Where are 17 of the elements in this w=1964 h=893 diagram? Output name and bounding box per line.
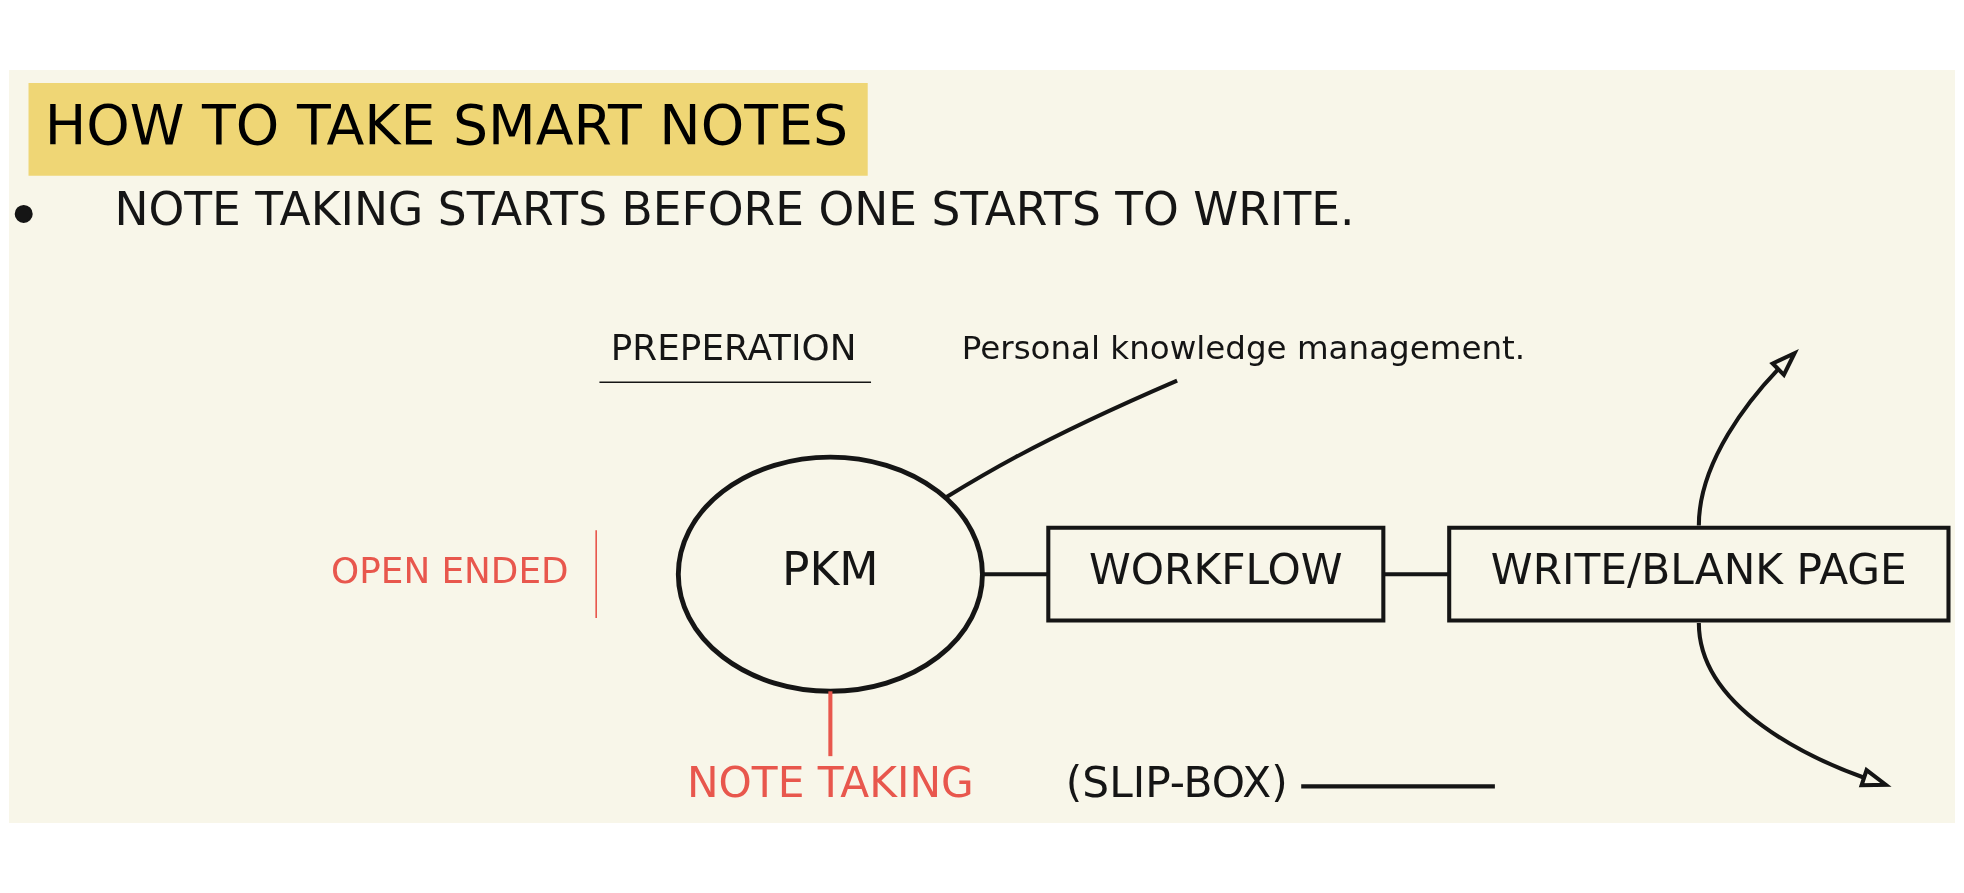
node-text: (SLIP-BOX)	[1065, 757, 1288, 807]
connector	[1301, 784, 1495, 789]
node-text: Personal knowledge management.	[961, 329, 1526, 368]
label: PREPERATION	[610, 327, 857, 369]
node-text: NOTE TAKING	[686, 757, 974, 807]
node-ellipse: PKM	[675, 454, 985, 694]
arrow	[1696, 348, 1799, 526]
label: OPEN ENDED	[331, 550, 569, 592]
node-box: WORKFLOW	[1046, 525, 1386, 623]
connector	[828, 691, 833, 757]
connector	[982, 572, 1049, 577]
arrow	[1696, 622, 1892, 788]
diagram-title: HOW TO TAKE SMART NOTES	[44, 93, 848, 158]
label: NOTE TAKING STARTS BEFORE ONE STARTS TO WRITE.	[114, 183, 1355, 237]
connector	[944, 378, 1178, 500]
node-box: WRITE/BLANK PAGE	[1447, 525, 1951, 623]
connector	[1383, 572, 1449, 577]
